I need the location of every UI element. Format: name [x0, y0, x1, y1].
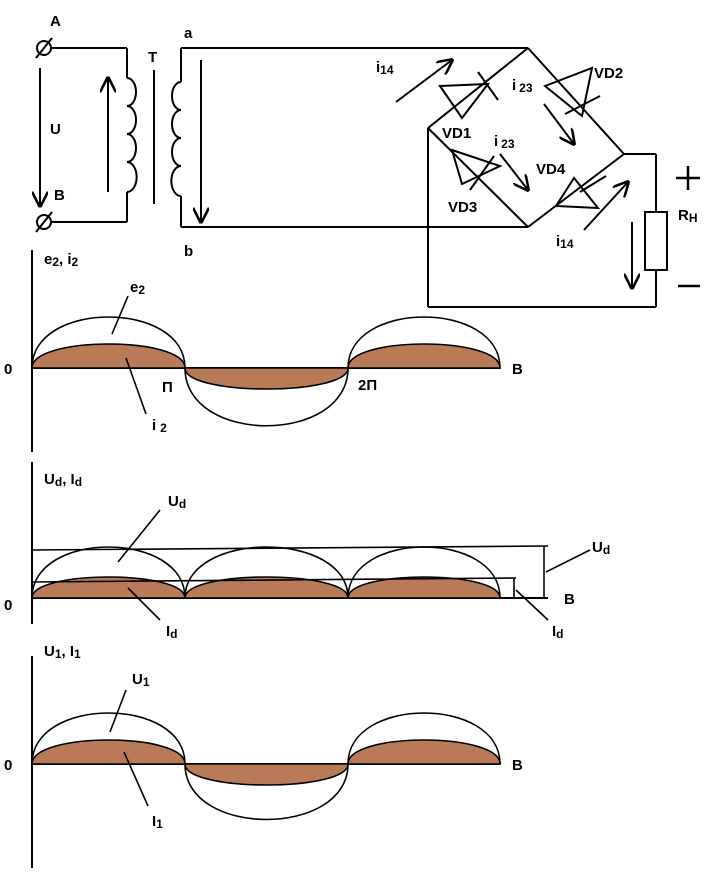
graph1-e2-half-wave-2: [184, 367, 349, 427]
graph1-pi-label: П: [162, 379, 173, 396]
label-vd3: VD3: [448, 199, 477, 216]
i14-arrow-bottom: [583, 182, 628, 231]
graph2-id-wave-2: [184, 576, 349, 599]
label-voltage-u: U: [50, 121, 61, 138]
graph2-ud-label: Ud: [168, 493, 186, 511]
label-load: RH: [678, 207, 698, 225]
graph-2: [31, 462, 591, 624]
graph3-u1-half-wave-1: [31, 712, 186, 765]
label-secondary-a: a: [184, 25, 193, 42]
graph2-id-right-label: Id: [552, 623, 564, 641]
graph1-origin: 0: [4, 361, 12, 378]
graph1-e2-half-wave-1: [31, 316, 186, 369]
graph3-i1-half-wave-1: [31, 739, 186, 765]
graph3-i1-half-wave-3: [347, 739, 501, 765]
graph1-axis-label: e2, i2: [44, 251, 79, 269]
i23-arrow-mid: [499, 153, 528, 190]
graph3-origin: 0: [4, 757, 12, 774]
bridge-right-upper: [527, 47, 625, 155]
bridge-right-lower: [527, 153, 625, 228]
graph3-end-label: B: [512, 757, 523, 774]
i23-arrow-right: [543, 103, 574, 144]
label-terminal-a: A: [50, 13, 61, 30]
circuit: [40, 47, 668, 308]
graph1-i2-half-wave-3: [347, 343, 501, 369]
diode-vd1-symbol: [438, 71, 499, 120]
label-vd2: VD2: [594, 65, 623, 82]
label-transformer: T: [148, 49, 157, 66]
graph2-id-pointer: [127, 587, 161, 621]
i14-arrow-top: [395, 60, 452, 103]
graph1-e2-label: e2: [130, 279, 145, 297]
secondary-coil: [170, 81, 182, 197]
graph1-i2-pointer: [125, 357, 147, 415]
graph2-ud-arc-1: [31, 546, 186, 599]
graph2-ud-right-pointer: [545, 549, 591, 573]
terminal-b: [35, 211, 53, 233]
graph1-e2-half-wave-3: [347, 316, 501, 369]
graph2-end-label: B: [564, 591, 575, 608]
primary-coil: [126, 77, 138, 193]
terminal-a: [35, 37, 53, 59]
label-i14-bottom: i14: [556, 233, 574, 251]
graph2-origin: 0: [4, 597, 12, 614]
graph3-u1-pointer: [109, 689, 127, 733]
graph2-id-right-pointer: [515, 589, 549, 621]
graph2-ud-arc-2: [184, 546, 349, 599]
graph-3: [31, 656, 501, 868]
diode-vd2-symbol: [543, 66, 601, 118]
label-secondary-b: b: [184, 243, 193, 260]
label-i14-top: i14: [376, 59, 394, 77]
label-vd1: VD1: [442, 125, 471, 142]
graph2-ud-pointer: [117, 509, 161, 563]
graph1-2pi-label: 2П: [358, 377, 377, 394]
graph2-id-wave-3: [347, 576, 501, 599]
graph3-u1-half-wave-3: [347, 712, 501, 765]
label-vd4: VD4: [536, 161, 566, 178]
graph3-u1-label: U1: [132, 671, 150, 689]
graph1-i2-half-wave-2: [184, 367, 349, 390]
diode-vd3-symbol: [450, 148, 503, 191]
graph2-id-label: Id: [166, 623, 178, 641]
graph3-axis-label: U1, I1: [44, 643, 81, 661]
graph3-i1-label: I1: [152, 813, 163, 831]
graph1-e2-pointer: [111, 295, 129, 335]
load-resistor: [644, 211, 668, 271]
graph1-i2-half-wave-1: [31, 343, 186, 369]
graph2-axis-label: Ud, Id: [44, 471, 82, 489]
diode-vd4-symbol: [554, 175, 607, 210]
graph3-i1-pointer: [123, 751, 149, 807]
graph1-end-label: B: [512, 361, 523, 378]
graph2-ud-average-line: [31, 545, 549, 551]
label-terminal-b: B: [54, 187, 65, 204]
graph3-i1-half-wave-2: [184, 763, 349, 786]
graph-1: [31, 250, 501, 452]
graph3-u1-half-wave-2: [184, 763, 349, 821]
bridge-left-upper: [427, 47, 529, 129]
graph2-ud-right-label: Ud: [592, 539, 610, 557]
graph2-id-average-line: [31, 577, 517, 583]
